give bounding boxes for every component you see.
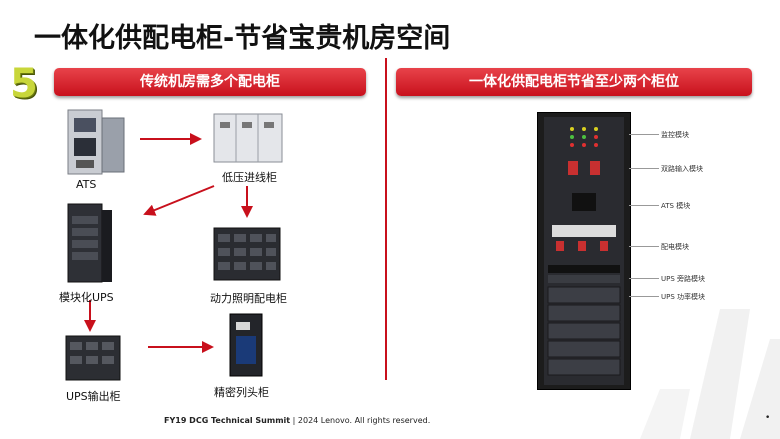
background-watermark [640,309,780,439]
right-banner: 一体化供配电柜节省至少两个柜位 [396,68,752,96]
arrow-lowvoltage-to-ups [143,185,215,216]
label-modular-ups: 模块化UPS [59,291,114,304]
label-ups-bypass-module: UPS 旁路模块 [661,275,706,283]
leader-line [629,296,659,297]
power-lighting-cabinet-image [213,227,281,281]
ups-output-cabinet-image [65,335,121,381]
divider-line [385,58,387,380]
footer-dot: • [765,413,771,423]
label-ats-module: ATS 模块 [661,202,691,210]
label-ats: ATS [76,178,97,191]
page-title: 一体化供配电柜-节省宝贵机房空间 [34,23,451,54]
monitor-module-leds [570,127,598,147]
leader-line [629,168,659,169]
leader-line [629,246,659,247]
label-low-voltage: 低压进线柜 [222,171,277,184]
label-dual-input-module: 双路输入模块 [661,165,703,173]
label-distribution-module: 配电模块 [661,243,689,251]
precision-head-cabinet-image [229,313,263,377]
label-precision-head: 精密列头柜 [214,386,269,399]
left-banner: 传统机房需多个配电柜 [54,68,366,96]
section-number: 5 [10,61,38,107]
footer: FY19 DCG Technical Summit | 2024 Lenovo.… [164,416,430,425]
leader-line [629,134,659,135]
leader-line [629,205,659,206]
ats-cabinet-image [67,109,125,175]
leader-line [629,278,659,279]
label-ups-output: UPS输出柜 [66,390,121,403]
label-ups-power-module: UPS 功率模块 [661,293,706,301]
footer-bold: FY19 DCG Technical Summit [164,416,291,425]
integrated-cabinet-image [537,112,631,390]
label-power-lighting: 动力照明配电柜 [210,292,287,305]
footer-rest: | 2024 Lenovo. All rights reserved. [290,416,431,425]
label-monitor-module: 监控模块 [661,131,689,139]
modular-ups-image [67,203,112,283]
low-voltage-cabinet-image [213,113,283,163]
